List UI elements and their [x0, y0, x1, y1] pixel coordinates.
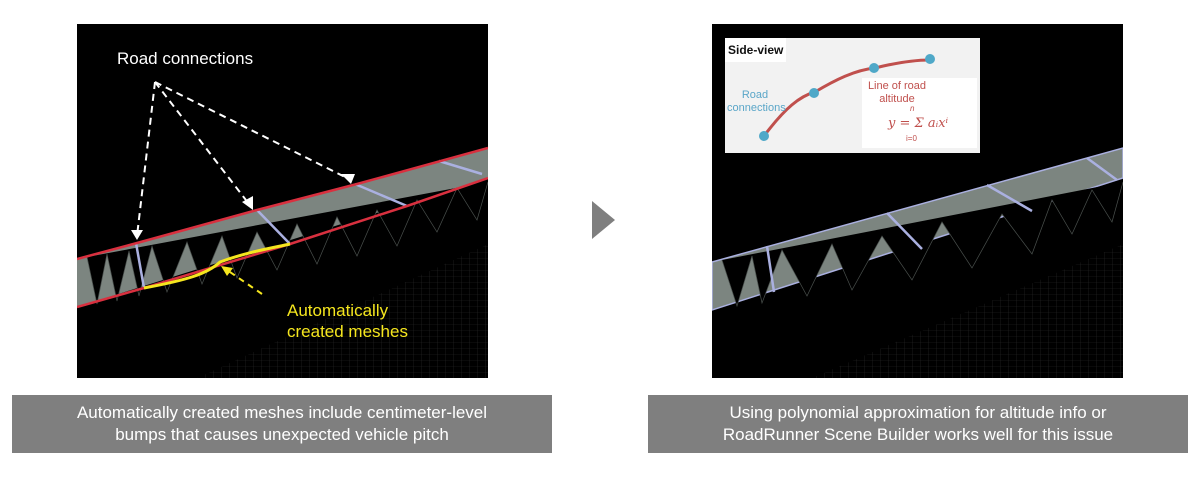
road-connections-label: Road connections [117, 49, 254, 68]
ground-grid [197, 244, 488, 378]
mesh-arrow [226, 269, 263, 295]
right-caption: Using polynomial approximation for altit… [648, 395, 1188, 453]
equation-box [862, 78, 977, 148]
side-view-title: Side-view [725, 38, 787, 62]
left-road-graphic [77, 81, 488, 378]
sum-lower: i=0 [906, 134, 917, 143]
road-connection-lines [134, 159, 483, 289]
right-road-graphic [712, 147, 1123, 378]
road-edge-top [77, 146, 488, 261]
connection-points [759, 54, 935, 141]
side-view-inset: Side-view Road connections Line of road … [725, 38, 980, 153]
right-road-scene: Side-view Road connections Line of road … [712, 24, 1123, 378]
auto-meshes-label: Automatically created meshes [287, 301, 408, 341]
altitude-label: Line of road altitude [867, 80, 927, 105]
connection-arrows [136, 81, 350, 237]
altitude-curve [762, 58, 931, 137]
left-road-scene: Road connections Automatically created m… [77, 24, 488, 378]
polynomial-equation: y = Σ aᵢxⁱ [888, 116, 949, 131]
arrow-right-icon [592, 201, 615, 239]
road-connection-lines [765, 156, 1118, 293]
auto-mesh-highlight [143, 242, 291, 290]
left-caption: Automatically created meshes include cen… [12, 395, 552, 453]
ground-grid [812, 244, 1123, 378]
sum-upper: n [910, 104, 915, 113]
road-connections-label: Road connections [727, 89, 786, 114]
